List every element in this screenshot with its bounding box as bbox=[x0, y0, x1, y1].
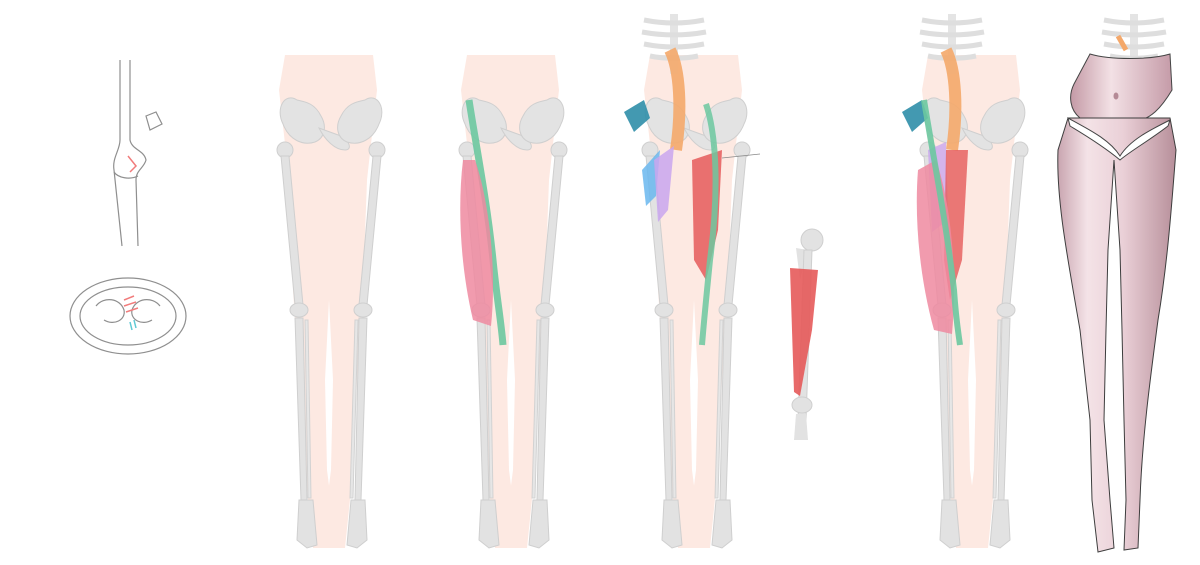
combined-panel bbox=[902, 14, 1029, 549]
navel bbox=[1113, 92, 1119, 100]
torso bbox=[1070, 53, 1173, 121]
sartorius-muscle bbox=[465, 99, 507, 346]
adductor-inset-muscle bbox=[790, 268, 818, 396]
red-marker bbox=[127, 155, 138, 173]
joint-sketch bbox=[69, 60, 187, 355]
cyan-marker bbox=[129, 319, 137, 331]
adductor-inset bbox=[790, 228, 824, 440]
thigh-muscle-pink bbox=[460, 160, 494, 326]
legs bbox=[1057, 117, 1177, 553]
skeleton-plain bbox=[276, 54, 386, 549]
rendered-legs bbox=[1057, 14, 1177, 553]
sartorius-panel bbox=[458, 54, 568, 549]
underwear bbox=[1067, 117, 1171, 161]
adductor-muscle bbox=[654, 146, 674, 222]
iliopsoas-muscle bbox=[664, 47, 686, 151]
hip-muscles-panel bbox=[624, 14, 761, 549]
pointer-line bbox=[721, 153, 761, 159]
deep-hip-muscle bbox=[624, 100, 650, 132]
red-marker-lower bbox=[123, 295, 139, 313]
